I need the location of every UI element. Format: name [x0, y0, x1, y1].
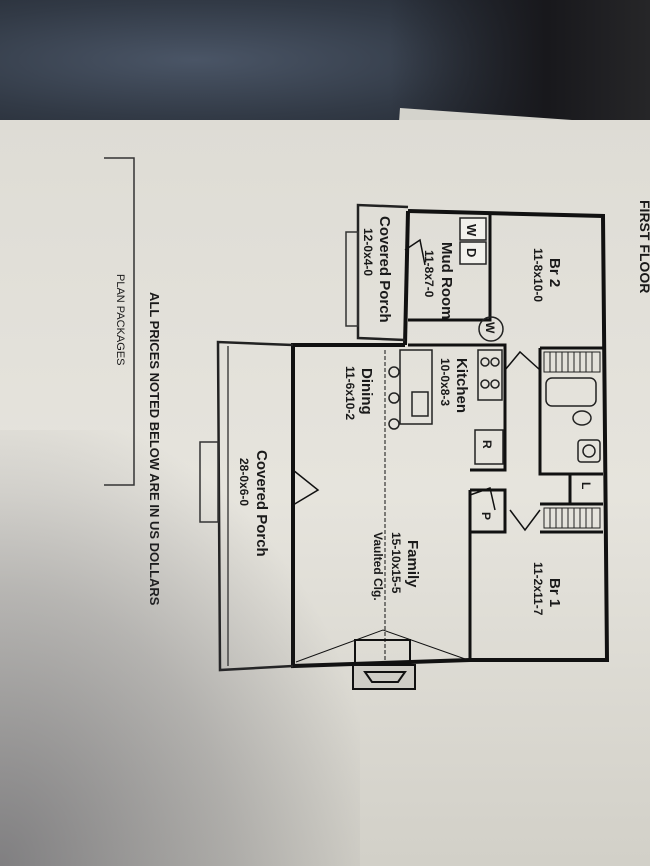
br1-size: 11-2x11-7 [531, 562, 545, 616]
kitchen-name: Kitchen [453, 358, 470, 413]
dryer-label: D [464, 248, 479, 257]
closet-hatching [543, 351, 601, 529]
water-heater-label: W [483, 322, 497, 334]
covered-porch-small-size: 12-0x4-0 [361, 228, 375, 276]
fixture-labels: W D W R P L [464, 224, 593, 520]
dining-name: Dining [358, 368, 375, 415]
prices-note: ALL PRICES NOTED BELOW ARE IN US DOLLARS [147, 292, 162, 606]
pantry-label: P [479, 512, 493, 520]
covered-porch-small-name: Covered Porch [376, 216, 393, 323]
interior-walls [384, 214, 603, 660]
br2-name: Br 2 [546, 258, 563, 287]
mud-room-size: 11-8x7-0 [422, 250, 436, 298]
door-swings [292, 238, 541, 532]
kitchen-size: 10-0x8-3 [438, 358, 452, 406]
floor-title: FIRST FLOOR [637, 200, 650, 293]
bathroom-fixtures [545, 377, 601, 463]
covered-porch-small-outline [345, 203, 409, 342]
family-name: Family [404, 540, 421, 588]
mud-room-name: Mud Room [438, 242, 455, 319]
plan-packages-label: PLAN PACKAGES [114, 274, 126, 366]
washer-label: W [464, 224, 479, 237]
dining-size: 11-6x10-2 [343, 366, 357, 420]
family-note: Vaulted Clg. [371, 532, 385, 601]
br2-size: 11-8x10-0 [531, 248, 545, 302]
kitchen-fixtures [388, 349, 504, 465]
covered-porch-large-size: 28-0x6-0 [237, 458, 251, 506]
laundry-boxes [459, 217, 504, 342]
linen-label: L [579, 482, 593, 489]
br1-name: Br 1 [546, 578, 563, 607]
family-size: 15-10x15-5 [389, 532, 403, 594]
refrigerator-label: R [480, 440, 494, 449]
covered-porch-large-name: Covered Porch [253, 450, 270, 557]
